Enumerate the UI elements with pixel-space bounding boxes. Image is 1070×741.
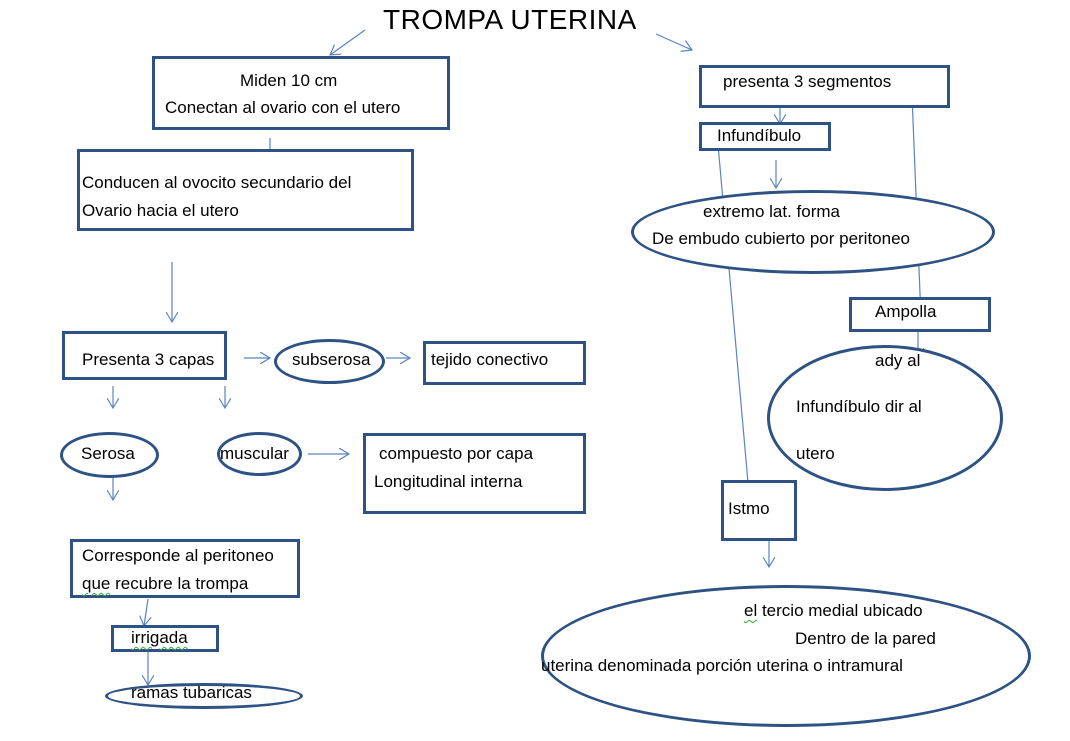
arrow-title-right xyxy=(655,33,692,50)
irrigada-box xyxy=(111,625,219,652)
infundibulo-box xyxy=(699,122,831,151)
tercio-line2: Dentro de la pared xyxy=(795,629,936,648)
ampolla-box xyxy=(849,297,991,332)
corresponde-box xyxy=(70,539,300,598)
arrow-title-left xyxy=(330,29,366,55)
conducen-line1: Conducen al ovocito secundario del xyxy=(82,173,352,192)
corresponde-line2: que recubre la trompa xyxy=(82,575,248,592)
corresponde-line1: Corresponde al peritoneo xyxy=(82,546,274,565)
capas-box xyxy=(62,331,227,380)
istmo-label: Istmo xyxy=(728,499,770,518)
tejido-box xyxy=(423,341,586,385)
subserosa-ellipse xyxy=(274,339,385,384)
tercio-line1: el tercio medial ubicado xyxy=(744,602,923,619)
tercio-line3: uterina denominada porción uterina o int… xyxy=(541,656,903,675)
diagram-title: TROMPA UTERINA xyxy=(383,4,637,35)
conducen-line2: Ovario hacia el utero xyxy=(82,201,239,220)
muscular-label: muscular xyxy=(220,444,289,463)
subserosa-label: subserosa xyxy=(292,350,371,369)
serosa-ellipse xyxy=(60,432,159,478)
extremo-ellipse xyxy=(631,190,995,274)
irrigada-label: irrigada xyxy=(131,628,188,647)
ramas-ellipse xyxy=(105,683,303,709)
capas-label: Presenta 3 capas xyxy=(82,350,215,369)
compuesto-line1: compuesto por capa xyxy=(379,444,534,463)
corresponde-line2-word: que xyxy=(82,574,111,593)
miden-line1: Miden 10 cm xyxy=(240,71,338,90)
ady-ellipse xyxy=(767,345,1003,491)
ampolla-label: Ampolla xyxy=(875,302,937,321)
tercio-line1-rest: tercio medial ubicado xyxy=(757,601,923,620)
arrow-segmentos-istmo xyxy=(715,121,750,505)
ady-line1: ady al xyxy=(875,351,921,370)
extremo-line1: extremo lat. forma xyxy=(703,202,840,221)
compuesto-line2: Longitudinal interna xyxy=(374,472,523,491)
conducen-box xyxy=(77,149,414,231)
tejido-label: tejido conectivo xyxy=(431,350,549,369)
miden-box xyxy=(152,56,450,130)
serosa-label: Serosa xyxy=(81,444,135,463)
miden-line2: Conectan al ovario con el utero xyxy=(165,98,401,117)
arrow-corresponde-irrigada xyxy=(144,598,148,626)
muscular-ellipse xyxy=(217,432,302,476)
infundibulo-label: Infundíbulo xyxy=(717,126,802,145)
segmentos-label: presenta 3 segmentos xyxy=(723,72,892,91)
ady-line3: utero xyxy=(796,444,835,463)
compuesto-box xyxy=(363,433,586,514)
extremo-line2: De embudo cubierto por peritoneo xyxy=(652,229,910,248)
tercio-line1-word: el xyxy=(744,601,758,620)
corresponde-line2-rest: recubre la trompa xyxy=(110,574,249,593)
ady-line2: Infundíbulo dir al xyxy=(796,397,922,416)
tercio-ellipse xyxy=(541,585,1031,727)
segmentos-box xyxy=(699,65,950,108)
ramas-label: ramas tubaricas xyxy=(131,683,252,702)
istmo-box xyxy=(721,480,797,541)
